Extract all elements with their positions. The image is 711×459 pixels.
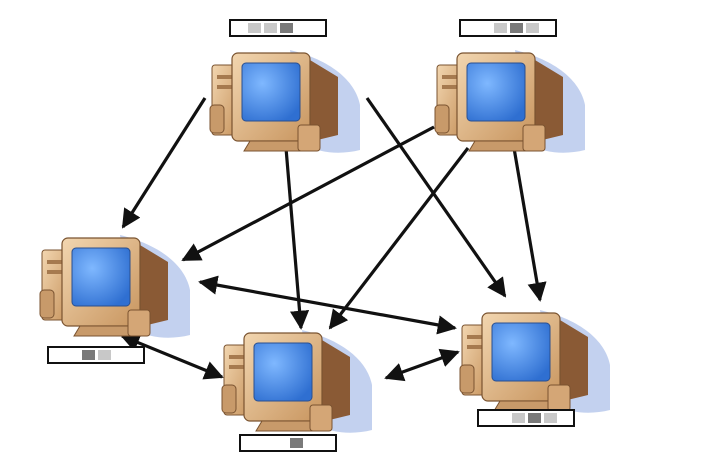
pc-top-right-label-bar (459, 19, 557, 37)
edge-pc-top-left-to-pc-bottom-right (365, 97, 507, 298)
edge-pc-mid-left-to-pc-bottom-center (120, 333, 224, 380)
pc-mid-left (39, 235, 190, 338)
pc-bottom-center (221, 330, 372, 433)
edge-pc-bottom-center-to-pc-bottom-right (384, 348, 460, 382)
edge-pc-mid-left-to-pc-bottom-right (198, 275, 457, 335)
edge-pc-top-right-to-pc-bottom-right (512, 147, 547, 302)
pc-top-left (209, 50, 360, 153)
edge-pc-top-left-to-pc-mid-left (121, 97, 207, 229)
pc-top-right (434, 50, 585, 153)
edge-pc-top-right-to-pc-bottom-center (328, 147, 470, 330)
pc-top-left-label-bar (229, 19, 327, 37)
pc-bottom-center-label-bar (239, 434, 337, 452)
edge-pc-top-right-to-pc-mid-left (181, 125, 435, 262)
pc-bottom-right-label-bar (477, 409, 575, 427)
pc-mid-left-label-bar (47, 346, 145, 364)
pc-bottom-right (459, 310, 610, 413)
